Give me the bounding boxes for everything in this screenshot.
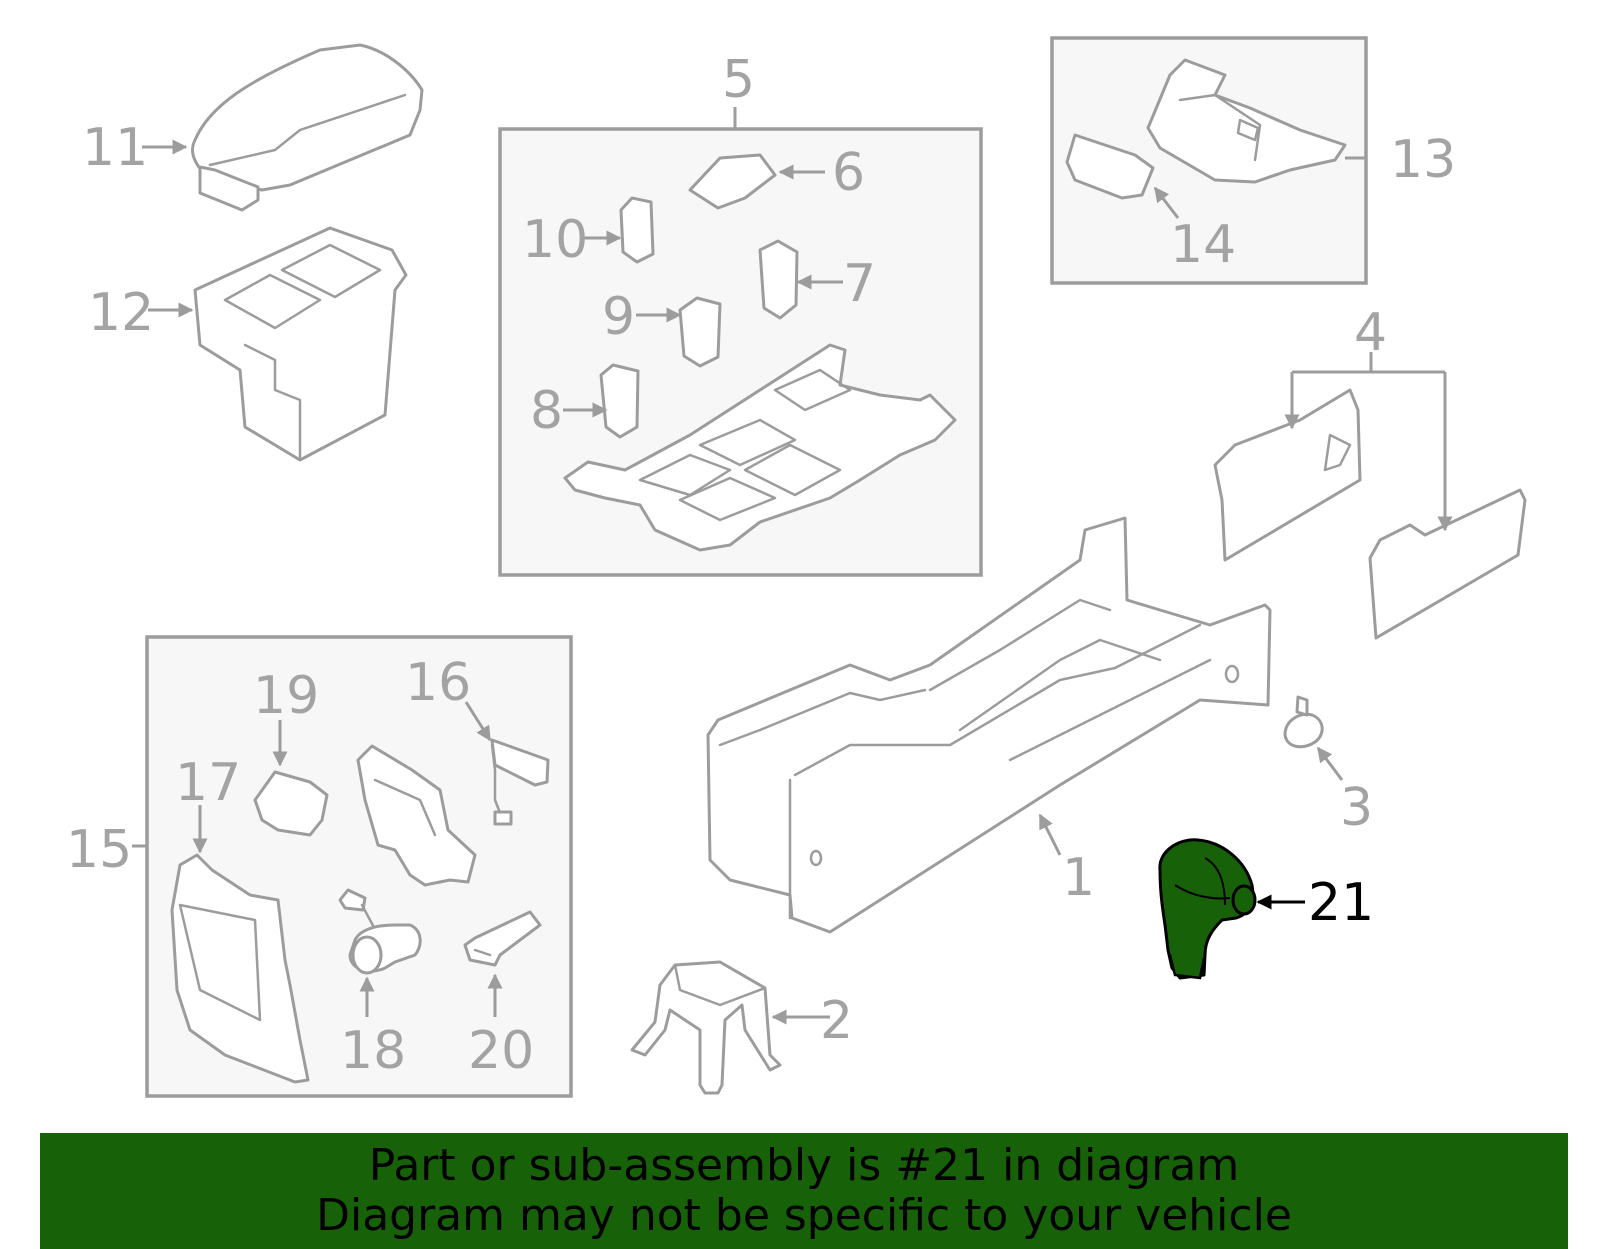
label-part-18: 18 <box>340 1021 406 1081</box>
label-part-5: 5 <box>722 50 755 110</box>
label-part-11: 11 <box>82 118 148 178</box>
label-part-13: 13 <box>1390 130 1456 190</box>
part-11-armrest-lid <box>191 43 424 212</box>
part-2-bracket <box>630 960 782 1095</box>
label-part-2: 2 <box>820 991 853 1051</box>
part-9 <box>678 296 722 368</box>
label-part-8: 8 <box>530 381 563 441</box>
label-part-1: 1 <box>1062 848 1095 908</box>
banner-line-2: Diagram may not be specific to your vehi… <box>316 1190 1292 1241</box>
label-part-6: 6 <box>832 143 865 203</box>
label-part-9: 9 <box>602 287 635 347</box>
label-part-12: 12 <box>88 283 154 343</box>
part-13-trim-panel <box>1146 58 1347 184</box>
part-10 <box>619 196 655 264</box>
part-20-usb <box>463 910 542 967</box>
part-7 <box>758 239 799 320</box>
part-8 <box>599 363 640 439</box>
part-12-console-box <box>193 226 408 462</box>
part-4-side-panels <box>1213 388 1527 640</box>
label-part-10: 10 <box>522 210 588 270</box>
part-17-trim <box>170 853 310 1084</box>
label-part-4: 4 <box>1354 303 1387 363</box>
part-18-socket <box>338 888 422 975</box>
part-19-module <box>253 770 329 837</box>
label-part-15: 15 <box>66 820 132 880</box>
label-part-17: 17 <box>175 753 241 813</box>
label-part-3: 3 <box>1340 778 1373 838</box>
part-16-harness <box>490 738 550 826</box>
leader-lines <box>132 107 1453 1025</box>
label-part-21: 21 <box>1308 873 1374 933</box>
label-part-19: 19 <box>253 666 319 726</box>
part-21-shift-knob <box>1158 838 1257 980</box>
label-part-14: 14 <box>1170 215 1236 275</box>
label-part-20: 20 <box>468 1021 534 1081</box>
banner-line-1: Part or sub-assembly is #21 in diagram <box>368 1140 1240 1191</box>
part-1-console-body <box>706 516 1272 934</box>
part-6 <box>688 153 777 210</box>
part-5-console-bezel <box>563 343 957 552</box>
part-3-clip <box>1283 695 1324 749</box>
part-bezel-mid <box>356 744 477 887</box>
label-part-7: 7 <box>843 254 876 314</box>
part-14-switch <box>1065 133 1155 200</box>
info-banner: Part or sub-assembly is #21 in diagram D… <box>40 1133 1568 1249</box>
label-part-16: 16 <box>405 653 471 713</box>
